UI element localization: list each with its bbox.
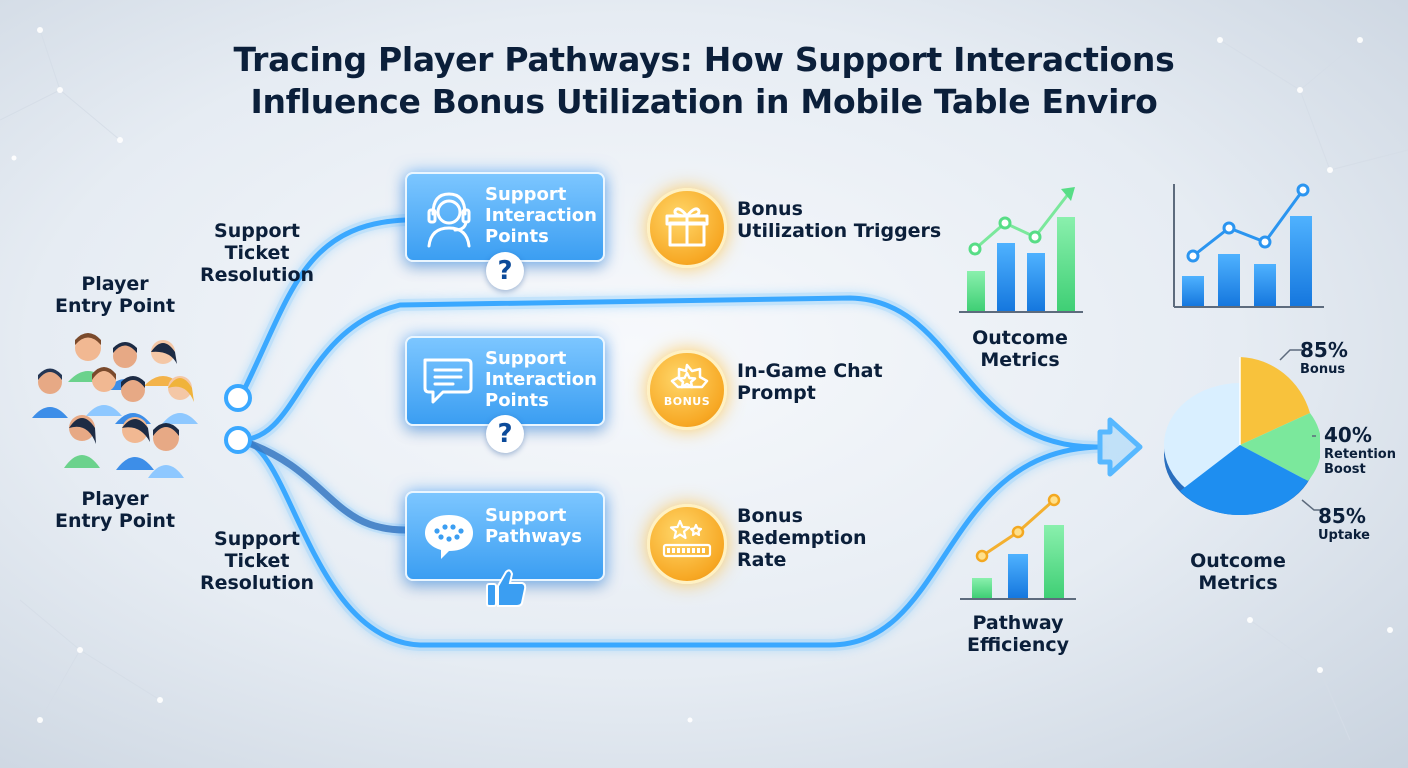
gift-icon xyxy=(665,207,709,247)
pathway-efficiency-chart-icon xyxy=(960,493,1076,600)
outcome-metrics-chart-icon xyxy=(959,187,1083,313)
entry-point-label-bottom: Player Entry Point xyxy=(54,488,176,532)
bonus-coin: BONUS xyxy=(647,350,727,430)
support-card-text: Support Pathways xyxy=(485,505,582,547)
flow-path-bottom xyxy=(237,437,1103,648)
outcome-metrics-label-top: Outcome Metrics xyxy=(972,327,1068,371)
flow-path-branch xyxy=(236,436,409,534)
redemption-coin xyxy=(647,504,727,584)
entry-node-bottom xyxy=(224,426,252,454)
player-group-icon xyxy=(32,333,198,478)
outcome-metrics-label-right: Outcome Metrics xyxy=(1190,550,1286,594)
speech-bubble-icon xyxy=(425,515,473,559)
flow-path-main xyxy=(237,295,1103,450)
title-line-1: Tracing Player Pathways: How Support Int… xyxy=(233,40,1175,79)
bonus-node-label-2: In-Game Chat Prompt xyxy=(737,360,883,404)
pie-leader-lines xyxy=(1279,349,1320,511)
support-card-text: Support Interaction Points xyxy=(485,348,597,411)
progress-stars-icon xyxy=(662,519,712,558)
chat-icon xyxy=(423,358,473,404)
trend-chart-icon xyxy=(1173,183,1324,308)
thumbs-up-icon xyxy=(486,569,527,607)
support-card-pathways[interactable]: Support Pathways xyxy=(405,491,605,581)
support-card-interaction-points-1[interactable]: Support Interaction Points xyxy=(405,172,605,262)
support-card-text: Support Interaction Points xyxy=(485,184,597,247)
pie-label-uptake: 85% Uptake xyxy=(1318,504,1370,543)
outcome-pie-chart-icon xyxy=(1164,357,1320,515)
ticket-resolution-label-bottom: Support Ticket Resolution xyxy=(199,528,315,594)
support-card-interaction-points-2[interactable]: Support Interaction Points xyxy=(405,336,605,426)
entry-point-label-top: Player Entry Point xyxy=(54,273,176,317)
bonus-badge-text: BONUS xyxy=(663,395,711,408)
flow-path-top xyxy=(237,217,408,401)
entry-node-top xyxy=(224,384,252,412)
title-line-2: Influence Bonus Utilization in Mobile Ta… xyxy=(250,82,1158,121)
gift-coin xyxy=(647,188,727,268)
question-badge-icon: ? xyxy=(486,252,524,290)
bonus-node-label-1: Bonus Utilization Triggers xyxy=(737,198,942,242)
bonus-node-label-3: Bonus Redemption Rate xyxy=(737,505,867,571)
flow-arrow xyxy=(1097,417,1143,477)
bonus-badge-icon xyxy=(670,363,709,389)
pie-label-bonus: 85% Bonus xyxy=(1300,338,1348,377)
question-badge-icon: ? xyxy=(486,415,524,453)
ticket-resolution-label-top: Support Ticket Resolution xyxy=(199,220,315,286)
pie-label-retention: 40% Retention Boost xyxy=(1324,423,1396,477)
pathway-efficiency-label: Pathway Efficiency xyxy=(966,612,1069,656)
headset-icon xyxy=(427,192,471,248)
